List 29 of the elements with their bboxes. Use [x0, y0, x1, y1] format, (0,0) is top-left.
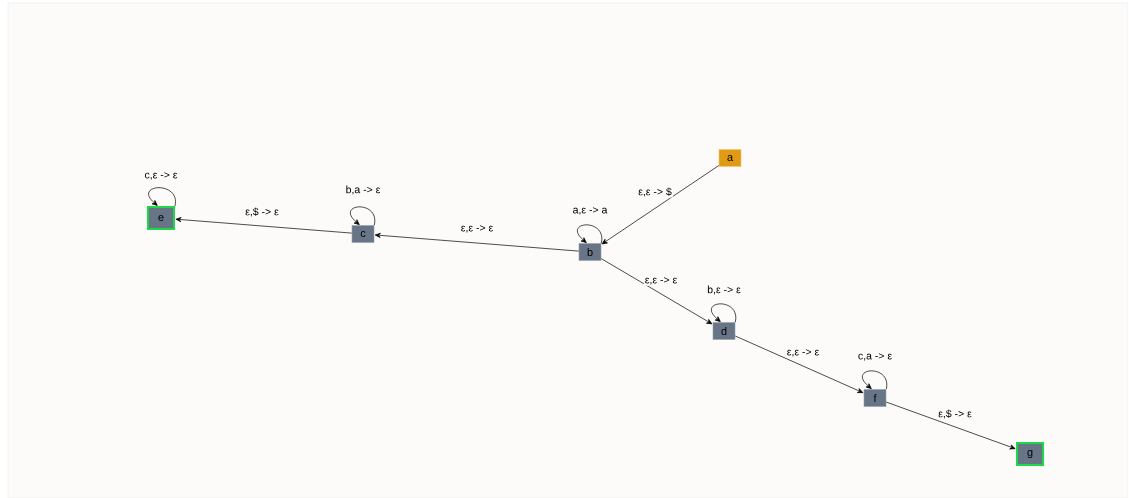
state-box: b: [578, 243, 602, 261]
edge-label: ε,ε -> ε: [643, 276, 679, 286]
arrow: [600, 258, 713, 325]
state-box: f: [863, 389, 887, 407]
self-loop-arrow: [577, 224, 603, 244]
accept-state-box: g: [1016, 442, 1044, 466]
edge-label: ε,$ -> ε: [244, 206, 280, 218]
edge-label: ε,ε -> $: [637, 186, 673, 198]
edge-label: b,ε -> ε: [706, 284, 742, 296]
self-loop-arrow: [350, 206, 376, 226]
edge-label: c,ε -> ε: [143, 171, 179, 181]
arrow: [601, 165, 720, 245]
arrow: [885, 401, 1016, 450]
accept-state-box: e: [147, 206, 175, 230]
arrow: [374, 232, 580, 252]
edge-label: ε,ε -> ε: [459, 224, 495, 234]
arrow: [175, 217, 353, 234]
edge-label: a,ε -> a: [571, 206, 609, 216]
start-state-box: a: [718, 149, 742, 167]
edge-label: c,a -> ε: [856, 352, 894, 362]
self-loop-arrow: [148, 187, 176, 207]
edge-label: b,a -> ε: [344, 184, 382, 196]
state-box: c: [351, 225, 375, 243]
self-loop-arrow: [711, 303, 737, 323]
arrow: [734, 335, 864, 393]
self-loop-arrow: [862, 370, 888, 390]
edge-label: ε,ε -> ε: [785, 348, 821, 358]
edge-label: ε,$ -> ε: [937, 408, 973, 420]
state-box: d: [712, 322, 736, 340]
